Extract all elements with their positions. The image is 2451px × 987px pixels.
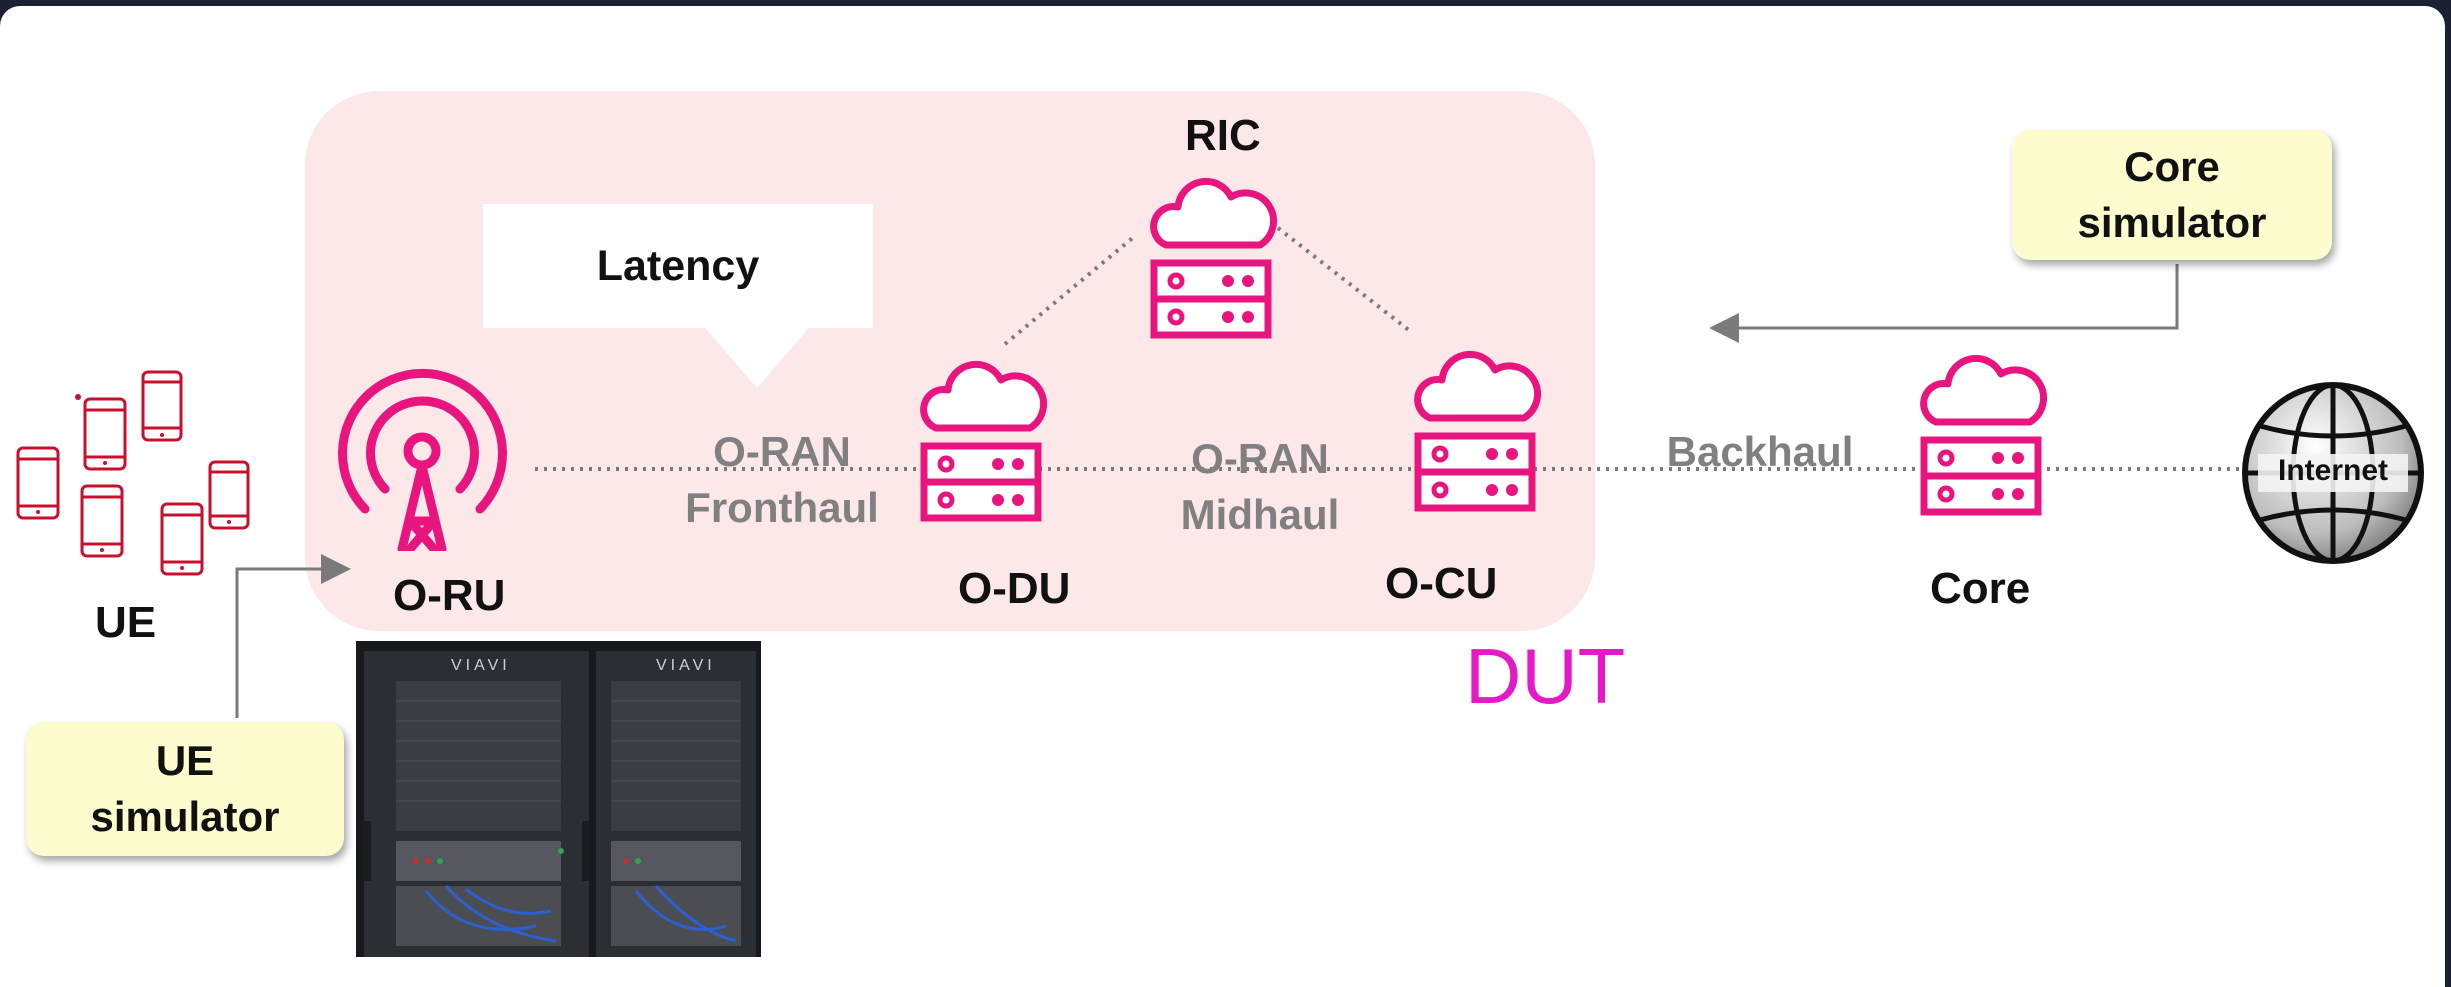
dut-label: DUT xyxy=(1465,632,1626,720)
internet-label: Internet xyxy=(2277,454,2388,487)
core-server-icon xyxy=(1920,354,2047,516)
latency-callout: Latency xyxy=(483,204,873,328)
ric-server-icon xyxy=(1150,177,1277,339)
midhaul-label: O-RAN Midhaul xyxy=(1180,435,1340,538)
core-simulator-label: Core simulator xyxy=(2077,143,2267,246)
core-simulator-box: Core simulator xyxy=(2012,130,2332,260)
oru-antenna-icon xyxy=(338,368,507,551)
ric-label: RIC xyxy=(1185,111,1261,160)
latency-label: Latency xyxy=(596,241,760,290)
odu-server-icon xyxy=(920,360,1047,522)
odu-label: O-DU xyxy=(958,564,1071,613)
latency-callout-pointer xyxy=(705,328,809,388)
fronthaul-label: O-RAN Fronthaul xyxy=(685,428,879,531)
ue-simulator-box: UE simulator xyxy=(26,722,344,856)
ocu-server-icon xyxy=(1414,350,1541,512)
core-sim-arrow xyxy=(1709,264,2179,343)
equipment-rack-photo: VIAVI VIAVI xyxy=(356,641,761,957)
ue-label: UE xyxy=(95,598,157,647)
internet-globe-icon xyxy=(2242,382,2424,564)
ue-simulator-label: UE simulator xyxy=(90,737,280,840)
backhaul-label: Backhaul xyxy=(1666,428,1854,475)
diagram-canvas: UE O-RU O-DU RIC O-CU xyxy=(0,6,2445,987)
viavi-logo: VIAVI xyxy=(656,657,716,674)
ue-sim-arrow xyxy=(235,554,351,718)
ric-odu-link xyxy=(1003,234,1137,346)
dut-region xyxy=(305,91,1595,631)
ue-phones-icon xyxy=(16,370,250,576)
ric-ocu-link xyxy=(1276,226,1412,333)
oru-label: O-RU xyxy=(393,571,506,620)
viavi-logo: VIAVI xyxy=(451,657,511,674)
connection-lines xyxy=(235,226,2270,718)
ocu-label: O-CU xyxy=(1385,559,1498,608)
core-label: Core xyxy=(1930,564,2031,613)
